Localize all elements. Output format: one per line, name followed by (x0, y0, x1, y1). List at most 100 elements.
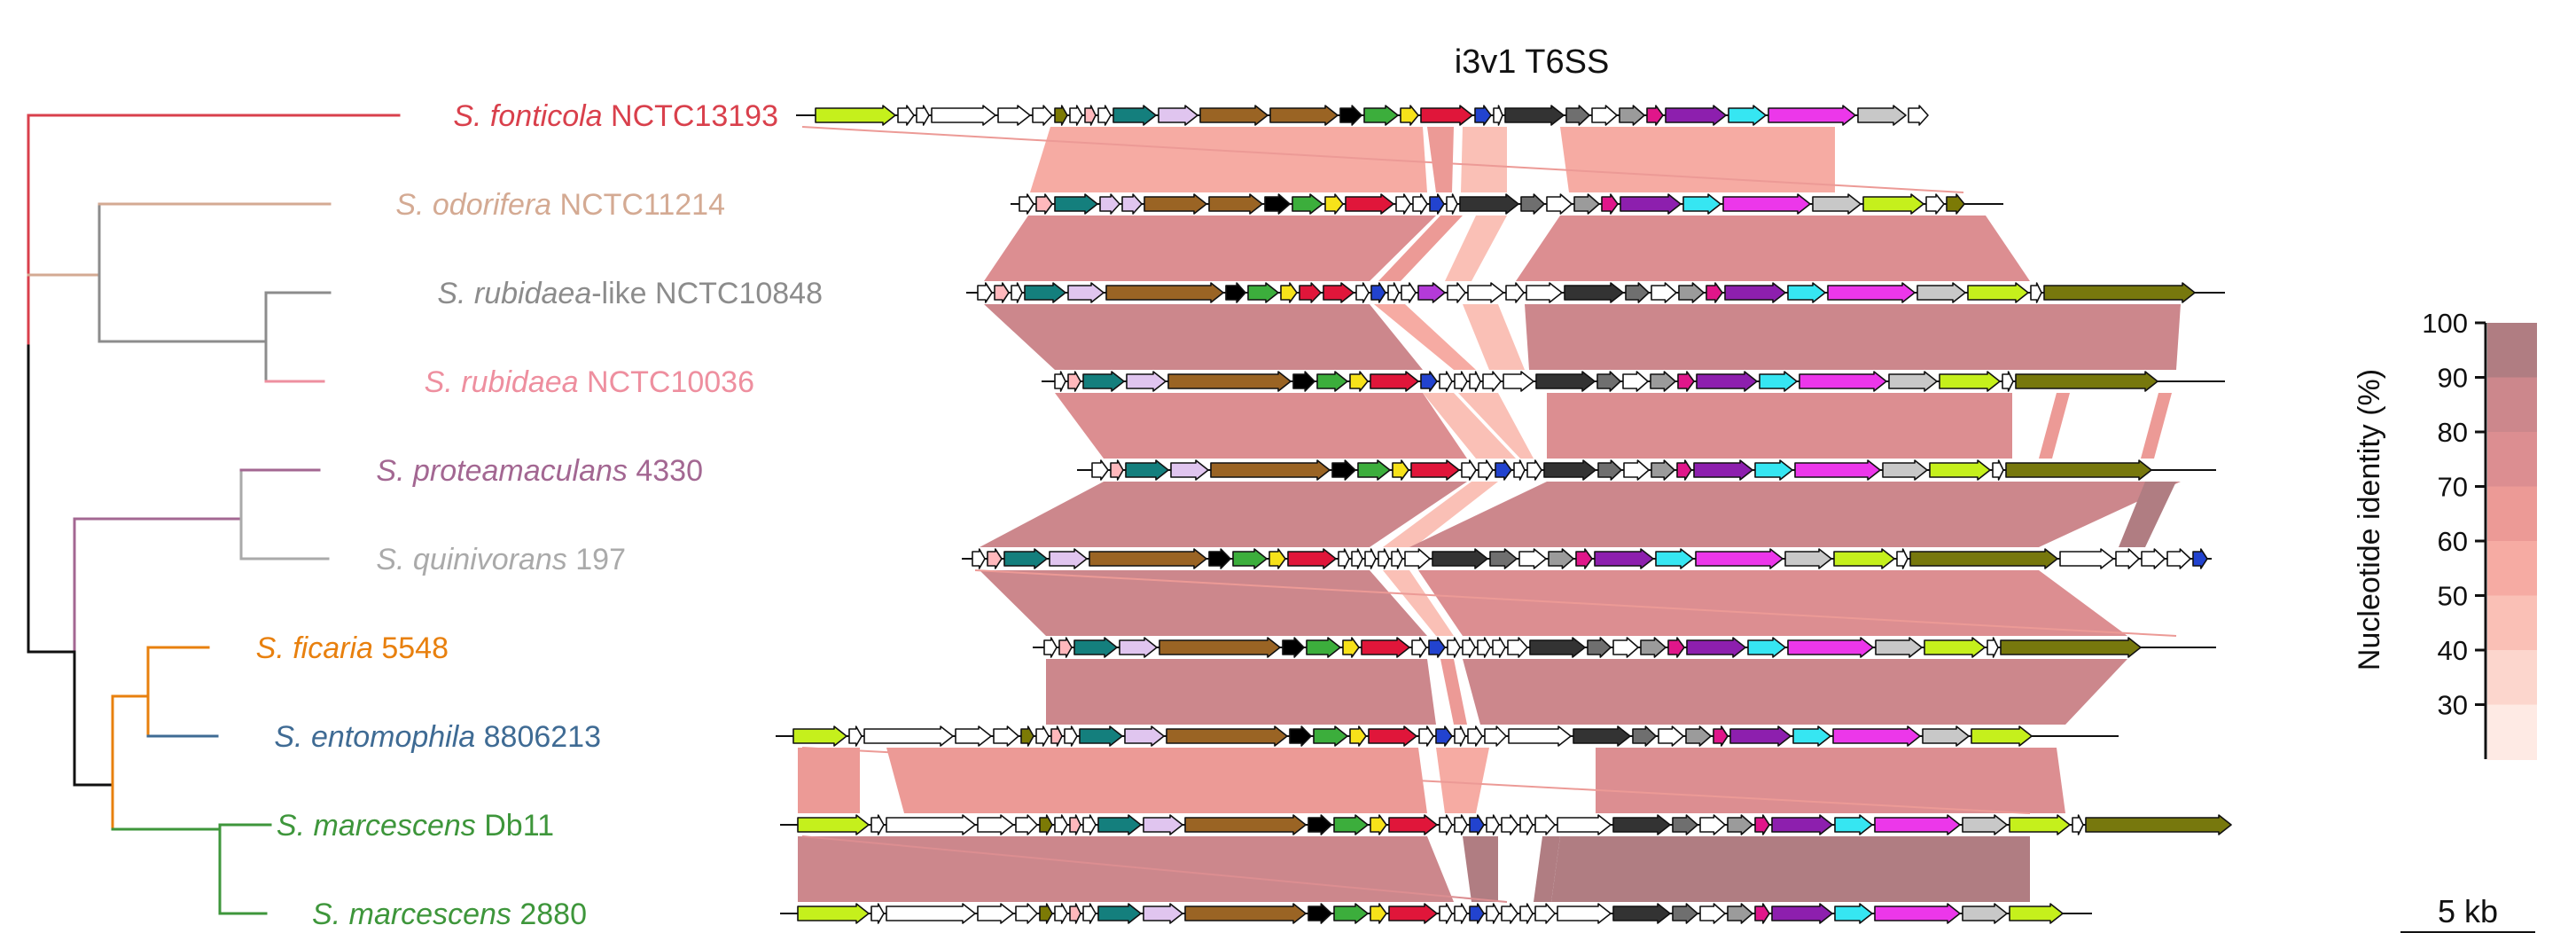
gene-arrow (1888, 371, 1938, 392)
gene-arrow (1170, 459, 1209, 481)
gene-arrow (1474, 105, 1492, 126)
gene-arrow (1619, 105, 1645, 126)
gene-arrow (1754, 903, 1770, 924)
strain-label: S. rubidaea NCTC10036 (425, 365, 754, 399)
strain-labels: S. fonticola NCTC13193 S. odorifera NCTC1… (256, 99, 823, 931)
gene-arrow (1388, 814, 1438, 835)
gene-arrow (1454, 903, 1468, 924)
gene-arrow (1363, 105, 1399, 126)
strain-label: S. odorifera NCTC11214 (395, 188, 725, 222)
gene-arrow (1015, 903, 1038, 924)
gene-arrow (2005, 459, 2152, 481)
strain-id: NCTC11214 (551, 188, 725, 222)
gene-arrow (1454, 371, 1468, 392)
similarity-link (1030, 127, 1427, 192)
legend-tick-label: 80 (2438, 417, 2468, 448)
legend-swatch (2487, 486, 2537, 542)
gene-arrow (1486, 814, 1500, 835)
gene-arrow (1587, 637, 1612, 658)
gene-arrow (1282, 637, 1305, 658)
gene-arrow (1713, 725, 1729, 747)
gene-arrow (1722, 193, 1811, 215)
legend-tick-label: 60 (2438, 526, 2468, 557)
similarity-links (798, 126, 2181, 903)
gene-arrow (1073, 637, 1118, 658)
gene-arrow (1676, 459, 1692, 481)
similarity-link (2039, 393, 2070, 459)
gene-arrow (1323, 282, 1354, 303)
gene-arrow (2072, 814, 2084, 835)
gene-arrow (1099, 193, 1120, 215)
similarity-link (1436, 748, 1489, 813)
gene-arrow (1534, 814, 1556, 835)
gene-arrow (1754, 459, 1793, 481)
gene-arrow (1144, 193, 1207, 215)
gene-arrow (792, 725, 847, 747)
gene-cluster (780, 814, 2232, 835)
gene-arrow (1526, 282, 1563, 303)
species-name: S. fonticola (453, 99, 602, 133)
gene-arrow (1601, 193, 1619, 215)
gene-arrow (1225, 282, 1246, 303)
gene-arrow (931, 105, 996, 126)
gene-arrow (1486, 903, 1500, 924)
gene-arrow (1269, 105, 1339, 126)
gene-arrow (1388, 903, 1438, 924)
gene-arrow (1011, 282, 1023, 303)
similarity-link (980, 482, 1467, 547)
gene-arrow (1420, 105, 1473, 126)
gene-arrow (2085, 814, 2232, 835)
similarity-link (1461, 127, 1507, 192)
gene-arrow (1299, 282, 1322, 303)
gene-arrow (1439, 814, 1453, 835)
gene-arrow (1387, 282, 1400, 303)
gene-arrow (987, 548, 1003, 569)
gene-arrow (1477, 637, 1491, 658)
gene-arrow (1097, 814, 1142, 835)
similarity-link (1463, 836, 1498, 902)
gene-arrow (1623, 459, 1650, 481)
gene-arrow (1420, 371, 1438, 392)
gene-arrow (1489, 548, 1518, 569)
gene-arrow (1508, 725, 1572, 747)
species-name: S. quinivorans (376, 543, 566, 576)
gene-arrow (1575, 548, 1593, 569)
gene-arrow (977, 903, 1014, 924)
gene-arrow (1519, 903, 1534, 924)
gene-arrow (1501, 903, 1518, 924)
gene-arrow (1184, 814, 1307, 835)
gene-arrow (1946, 193, 1965, 215)
gene-arrow (1706, 282, 1723, 303)
gene-arrow (1874, 903, 1961, 924)
gene-arrow (1693, 459, 1753, 481)
legend-tick-label: 100 (2422, 308, 2468, 339)
gene-arrow (1049, 548, 1088, 569)
gene-arrow (1505, 282, 1525, 303)
gene-arrow (1771, 903, 1833, 924)
gene-arrow (1054, 814, 1068, 835)
gene-arrow (1289, 725, 1312, 747)
gene-arrow (1447, 282, 1466, 303)
gene-arrow (1003, 548, 1048, 569)
gene-arrow (1484, 725, 1507, 747)
similarity-link (1463, 304, 1525, 370)
gene-arrow (1313, 725, 1348, 747)
strain-id: 8806213 (475, 720, 601, 754)
gene-arrow (1557, 814, 1612, 835)
gene-arrow (1439, 903, 1453, 924)
gene-arrow (1287, 548, 1337, 569)
gene-arrow (1058, 637, 1073, 658)
similarity-link (1547, 393, 2012, 459)
strain-id: NCTC13193 (603, 99, 778, 133)
gene-arrow (1526, 459, 1542, 481)
gene-arrow (1091, 459, 1109, 481)
gene-arrow (1439, 371, 1453, 392)
gene-arrow (1082, 371, 1125, 392)
legend-swatch (2487, 595, 2537, 651)
gene-arrow (1922, 725, 1970, 747)
strain-label: S. proteamaculans 4330 (376, 454, 703, 488)
gene-arrow (1482, 371, 1502, 392)
gene-arrow (870, 814, 885, 835)
similarity-link (974, 569, 2177, 637)
